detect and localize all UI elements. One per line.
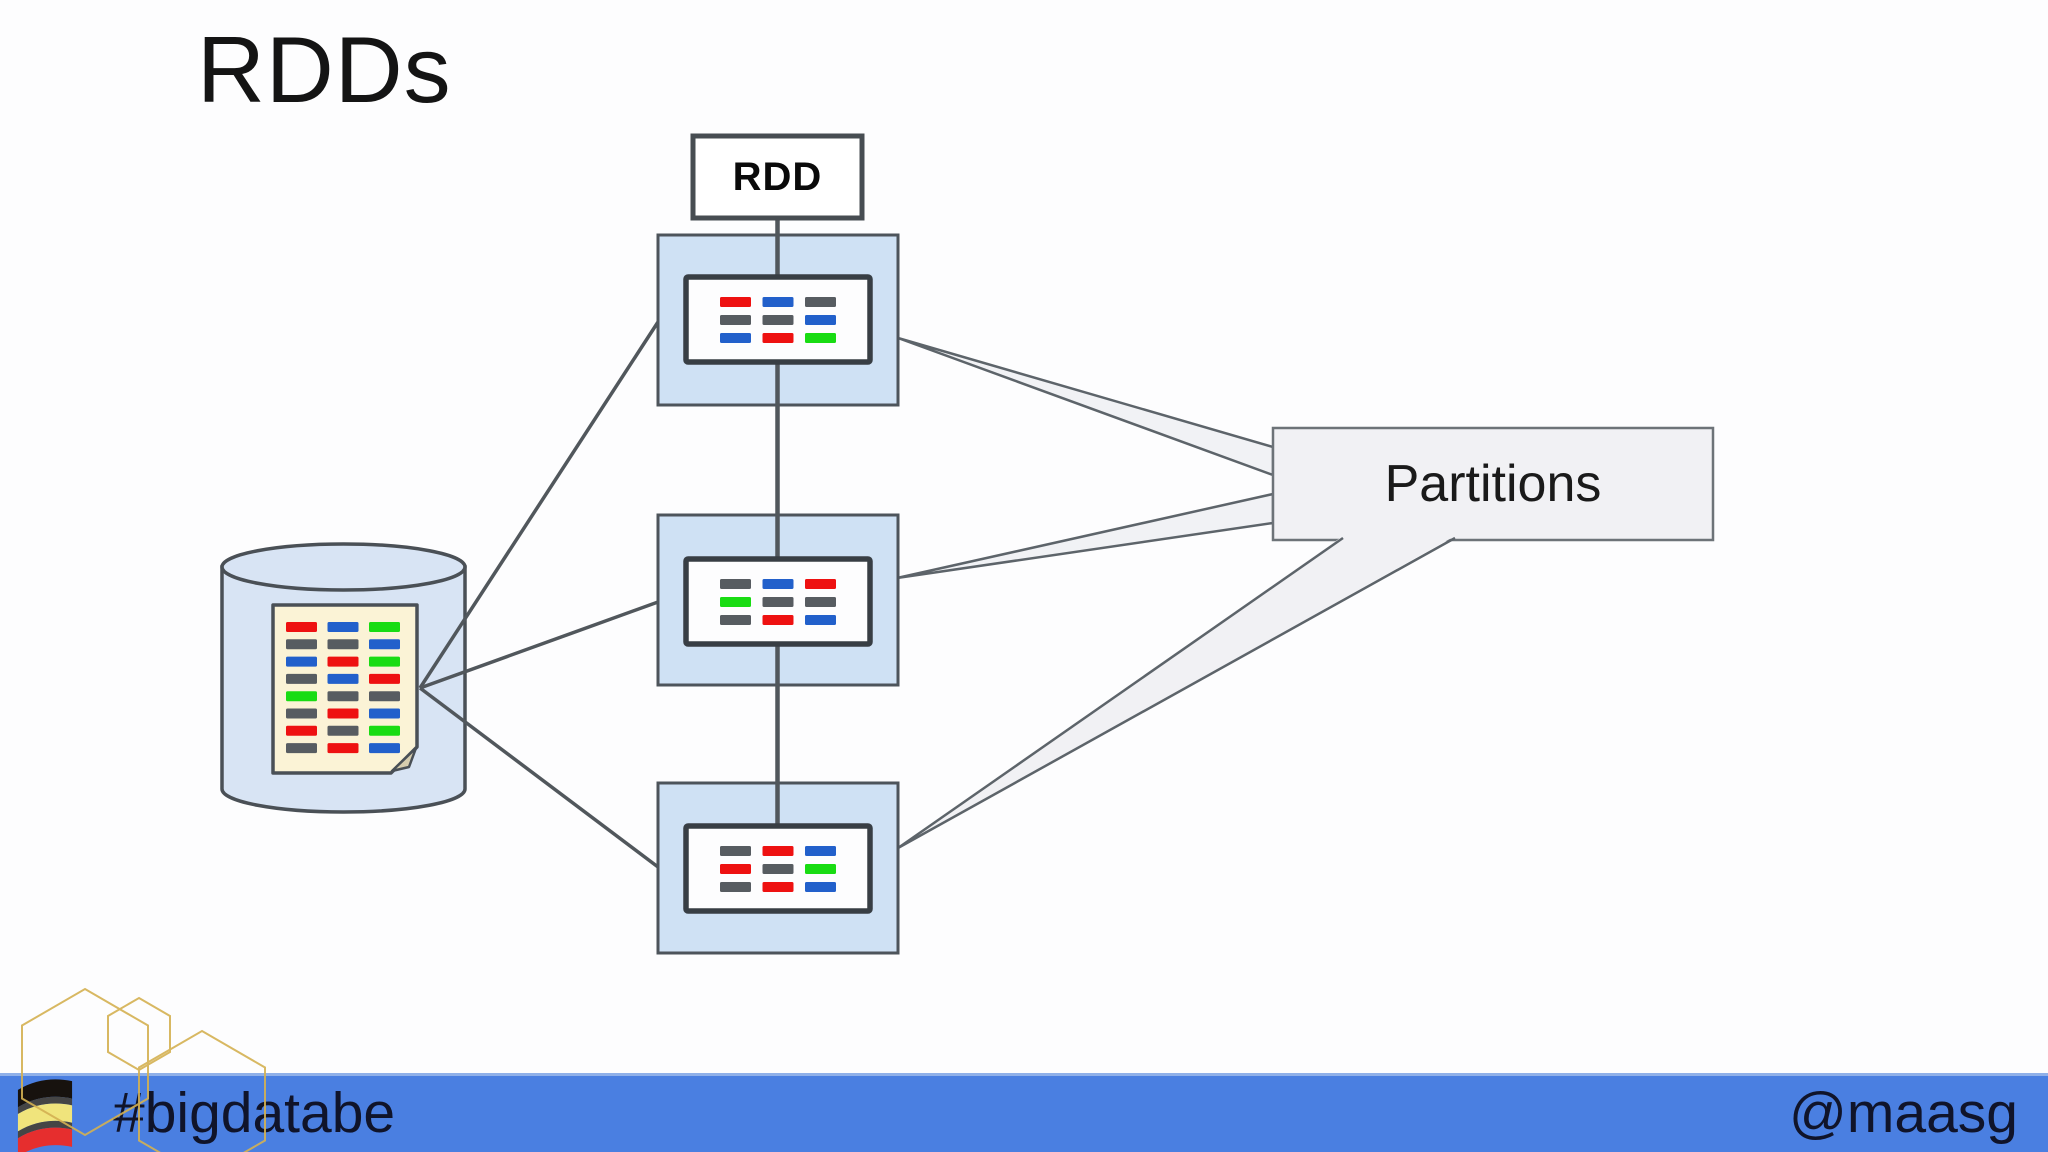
partition2-bars bbox=[720, 579, 836, 625]
data-record-bar-gray bbox=[720, 846, 751, 856]
partitions-callout-box bbox=[1271, 426, 1715, 542]
data-record-bar-red bbox=[762, 615, 794, 625]
data-record-bar-gray bbox=[369, 691, 400, 702]
bigdata-be-belgium-logo bbox=[17, 1079, 73, 1152]
data-record-bar-blue bbox=[720, 333, 751, 343]
connector-doc-to-partition1 bbox=[418, 321, 660, 689]
data-record-bar-gray bbox=[327, 691, 359, 702]
data-record-bar-gray bbox=[805, 597, 836, 607]
footer-bar: #bigdatabe @maasg bbox=[0, 1073, 2048, 1152]
callout-beam-from-partition2 bbox=[895, 492, 1275, 580]
data-record-bar-blue bbox=[762, 579, 794, 589]
data-record-bar-red bbox=[720, 297, 751, 307]
partition1-bars bbox=[720, 297, 836, 343]
data-record-bar-green bbox=[369, 656, 400, 667]
callout-beam-from-partition1 bbox=[896, 336, 1275, 477]
data-record-bar-red bbox=[286, 622, 317, 632]
data-record-bar-gray bbox=[286, 639, 317, 650]
callout-tail-edge bbox=[897, 536, 1456, 850]
data-record-bar-blue bbox=[762, 297, 794, 307]
data-record-bar-red bbox=[369, 673, 400, 684]
footer-hashtag: #bigdatabe bbox=[113, 1080, 396, 1145]
data-record-bar-red bbox=[286, 725, 317, 736]
data-record-bar-gray bbox=[720, 315, 751, 325]
data-record-bar-gray bbox=[720, 882, 751, 892]
data-record-bar-gray bbox=[762, 864, 794, 874]
data-record-bar-green bbox=[805, 333, 836, 343]
data-record-bar-blue bbox=[327, 622, 359, 632]
data-record-bar-green bbox=[369, 622, 400, 632]
data-record-bar-blue bbox=[369, 708, 400, 719]
data-record-bar-blue bbox=[805, 615, 836, 625]
data-record-bar-gray bbox=[762, 597, 794, 607]
data-record-bar-gray bbox=[720, 615, 751, 625]
data-record-bar-blue bbox=[369, 639, 400, 650]
source-document-bars bbox=[286, 622, 400, 754]
data-record-bar-green bbox=[720, 597, 751, 607]
data-record-bar-red bbox=[762, 846, 794, 856]
data-record-bar-red bbox=[327, 656, 359, 667]
data-record-bar-gray bbox=[327, 725, 359, 736]
data-record-bar-red bbox=[720, 864, 751, 874]
data-record-bar-red bbox=[805, 579, 836, 589]
data-record-bar-gray bbox=[805, 297, 836, 307]
data-record-bar-blue bbox=[327, 673, 359, 684]
data-record-bar-gray bbox=[720, 579, 751, 589]
data-record-bar-red bbox=[327, 708, 359, 719]
document-fold-corner bbox=[390, 746, 418, 773]
data-record-bar-green bbox=[805, 864, 836, 874]
database-cylinder-top bbox=[220, 542, 467, 592]
data-record-bar-blue bbox=[369, 743, 400, 754]
data-record-bar-red bbox=[327, 743, 359, 754]
data-record-bar-green bbox=[369, 725, 400, 736]
footer-twitter-handle: @maasg bbox=[1789, 1080, 2018, 1145]
data-record-bar-blue bbox=[805, 846, 836, 856]
data-record-bar-blue bbox=[286, 656, 317, 667]
connector-doc-to-partition3 bbox=[418, 686, 660, 869]
data-record-bar-gray bbox=[286, 673, 317, 684]
rdd-title-box bbox=[690, 133, 865, 221]
connector-doc-to-partition2 bbox=[419, 600, 659, 690]
data-record-bar-gray bbox=[327, 639, 359, 650]
data-record-bar-red bbox=[762, 333, 794, 343]
data-record-bar-blue bbox=[805, 315, 836, 325]
data-record-bar-gray bbox=[286, 743, 317, 754]
data-record-bar-red bbox=[762, 882, 794, 892]
data-record-bar-blue bbox=[805, 882, 836, 892]
callout-tail-edge bbox=[897, 536, 1344, 850]
partition3-bars bbox=[720, 846, 836, 892]
data-record-bar-green bbox=[286, 691, 317, 702]
data-record-bar-gray bbox=[286, 708, 317, 719]
data-record-bar-gray bbox=[762, 315, 794, 325]
